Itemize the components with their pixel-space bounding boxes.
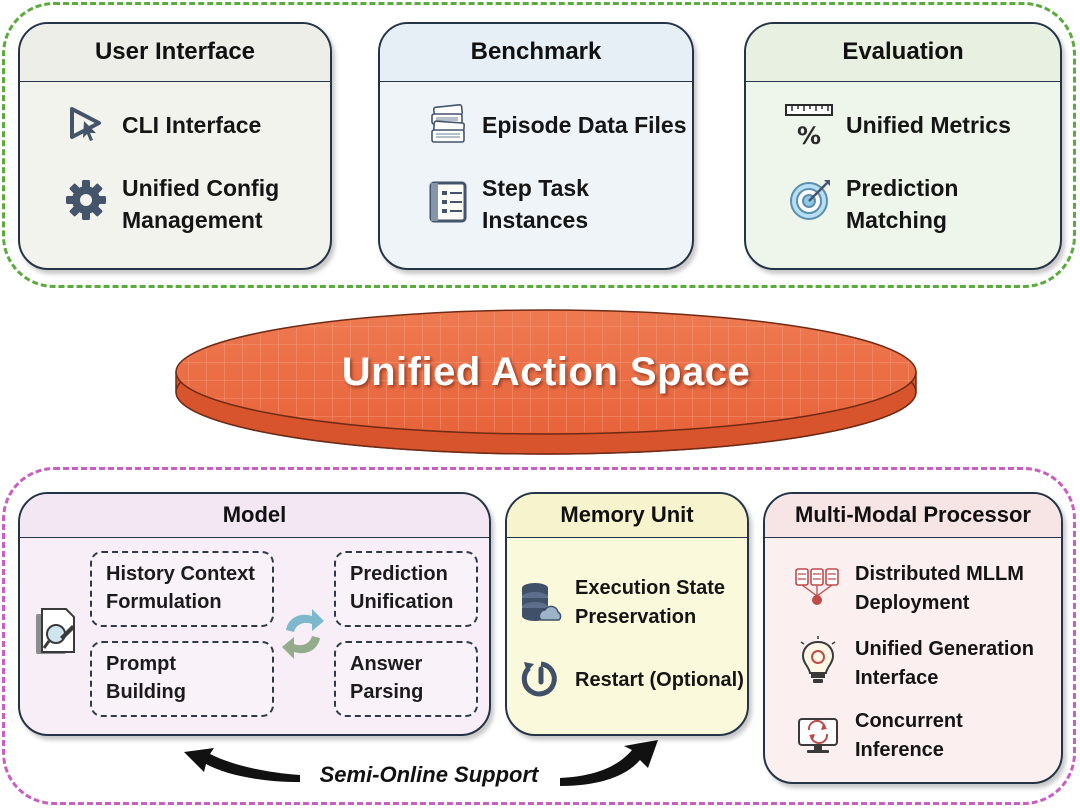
play-cursor-icon <box>70 107 101 141</box>
history-context-line2: Formulation <box>106 591 222 613</box>
prompt-building-box: Prompt Building <box>90 641 274 717</box>
semi-online-support-label: Semi-Online Support <box>319 762 539 787</box>
gear-icon <box>66 180 106 220</box>
unified-config-label-line1: Unified Config <box>122 175 280 201</box>
answer-parsing-line2: Parsing <box>350 681 424 703</box>
monitor-sync-icon <box>798 718 838 753</box>
distributed-mllm-label-line2: Deployment <box>855 592 970 614</box>
power-restart-icon <box>521 661 557 697</box>
concurrent-inference-label-line2: Inference <box>855 739 944 761</box>
model-title: Model <box>20 494 489 538</box>
semi-online-arrow <box>184 740 658 786</box>
lightbulb-brain-icon <box>800 636 836 683</box>
unified-metrics-label: Unified Metrics <box>846 112 1011 138</box>
unified-action-space-disc <box>175 309 917 455</box>
server-network-icon <box>795 568 839 605</box>
answer-parsing-line1: Answer <box>350 653 423 675</box>
benchmark-title: Benchmark <box>380 24 692 82</box>
unified-action-space-title: Unified Action Space <box>341 350 751 394</box>
prediction-unification-line2: Unification <box>350 591 454 613</box>
bottom-group-frame <box>2 467 1076 805</box>
history-context-line1: History Context <box>106 563 255 585</box>
prediction-unification-box: Prediction Unification <box>334 551 478 627</box>
database-cloud-icon <box>522 583 562 621</box>
step-task-label-line2: Instances <box>482 207 589 233</box>
answer-parsing-box: Answer Parsing <box>334 641 478 717</box>
prompt-building-line1: Prompt <box>106 653 176 675</box>
unified-generation-label-line2: Interface <box>855 667 939 689</box>
concurrent-inference-label-line1: Concurrent <box>855 710 963 732</box>
svg-text:%: % <box>797 122 821 148</box>
history-context-box: History Context Formulation <box>90 551 274 627</box>
execution-state-label-line1: Execution State <box>575 577 726 599</box>
prediction-matching-label-line2: Matching <box>846 207 947 233</box>
top-group-frame <box>2 2 1076 288</box>
memory-unit-card: Memory Unit Execution State Preservation… <box>505 492 749 736</box>
cycle-arrows-icon <box>282 609 324 659</box>
stacked-files-icon <box>431 103 465 143</box>
model-card: Model History Context Formulation Predic… <box>18 492 491 736</box>
distributed-mllm-label-line1: Distributed MLLM <box>855 563 1024 585</box>
unified-config-label-line2: Management <box>122 207 263 233</box>
cli-interface-label: CLI Interface <box>122 112 262 138</box>
execution-state-label-line2: Preservation <box>575 606 697 628</box>
step-task-label-line1: Step Task <box>482 175 589 201</box>
memory-unit-title: Memory Unit <box>507 494 747 538</box>
prediction-matching-label-line1: Prediction <box>846 175 959 201</box>
prediction-unification-line1: Prediction <box>350 563 448 585</box>
multimodal-processor-card: Multi-Modal Processor Distributed MLLM D… <box>763 492 1063 784</box>
ruler-percent-icon: % <box>785 104 833 148</box>
episode-data-files-label: Episode Data Files <box>482 112 687 138</box>
user-interface-card: User Interface CLI Interface Unified Con… <box>18 22 332 270</box>
restart-optional-label: Restart (Optional) <box>575 669 744 691</box>
checklist-icon <box>429 181 467 223</box>
benchmark-card: Benchmark Episode Data Files Step Task I… <box>378 22 694 270</box>
evaluation-card: Evaluation % Unified Metrics Prediction … <box>744 22 1062 270</box>
user-interface-title: User Interface <box>20 24 330 82</box>
target-icon <box>790 180 830 220</box>
prompt-building-line2: Building <box>106 681 186 703</box>
evaluation-title: Evaluation <box>746 24 1060 82</box>
document-magnifier-icon <box>36 608 75 654</box>
multimodal-processor-title: Multi-Modal Processor <box>765 494 1061 538</box>
unified-generation-label-line1: Unified Generation <box>855 638 1034 660</box>
